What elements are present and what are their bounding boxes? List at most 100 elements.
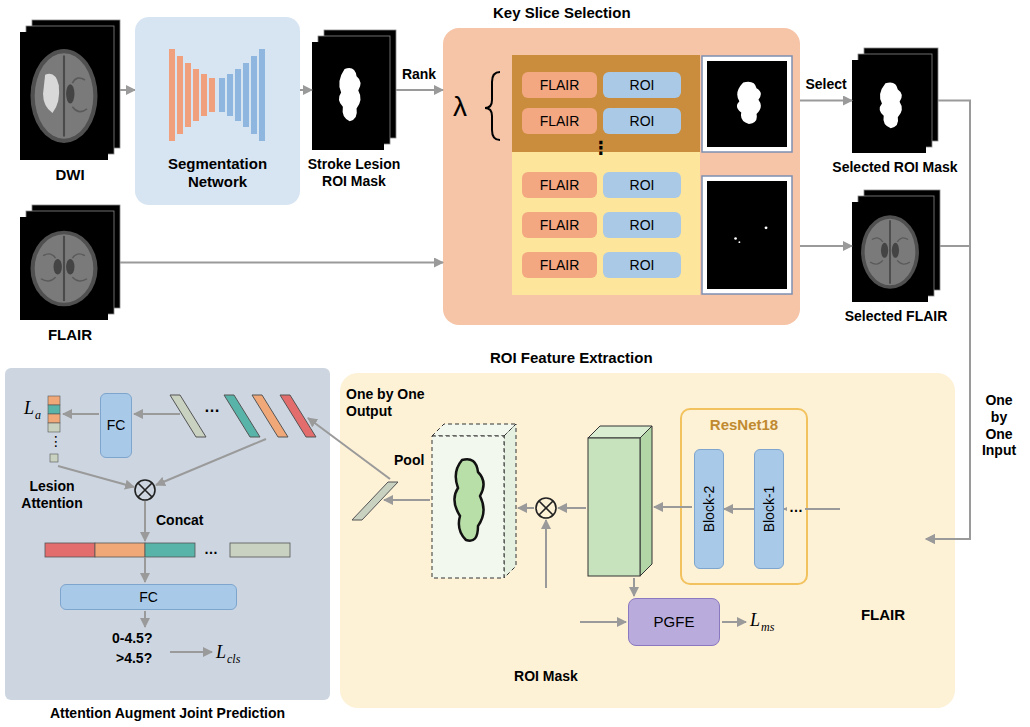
feature-vectors bbox=[170, 395, 316, 437]
feature-map bbox=[588, 426, 652, 576]
diagram-label: ⋮ bbox=[49, 433, 63, 450]
diagram-label: ms bbox=[761, 620, 774, 634]
diagram-label: cls bbox=[227, 652, 240, 666]
edge-label: Rank bbox=[402, 66, 436, 83]
image-stack: Stroke Lesion ROI Mask bbox=[312, 30, 396, 150]
diagram-label: Concat bbox=[156, 512, 203, 529]
concat-vector bbox=[45, 543, 290, 557]
mask-image: ROI Mask bbox=[514, 590, 578, 662]
connector bbox=[120, 89, 135, 91]
selected-mask-stack bbox=[852, 48, 938, 153]
pooled-vector bbox=[352, 482, 398, 520]
diagram-label: >4.5? bbox=[116, 650, 152, 667]
diagram-label: Pool bbox=[394, 452, 424, 469]
image-stack: DWI bbox=[20, 20, 120, 160]
fc-layer: FC bbox=[100, 393, 132, 458]
node-text: Block-2 bbox=[701, 486, 718, 533]
node-text: ROI bbox=[630, 77, 655, 94]
decoder-bars bbox=[219, 49, 265, 141]
flair-stack bbox=[20, 205, 120, 320]
diagram-label: L bbox=[750, 610, 760, 632]
connector bbox=[800, 245, 852, 247]
slice-pill: FLAIR bbox=[522, 252, 597, 278]
node-text: ResNet18 bbox=[682, 410, 806, 434]
multiply-symbol bbox=[135, 480, 155, 500]
module-panel: ROI Feature ExtractionResNet18Block-2Blo… bbox=[340, 373, 955, 708]
slice-bands bbox=[512, 55, 700, 295]
block-box: Block-2 bbox=[694, 449, 724, 569]
image-stack: FLAIR bbox=[20, 205, 120, 320]
image-stack: Selected FLAIR bbox=[852, 190, 940, 302]
edge-label: One by One Input bbox=[976, 392, 1022, 459]
roi-pill: ROI bbox=[603, 108, 681, 134]
encoder-bars bbox=[169, 49, 215, 141]
node-text: FLAIR bbox=[540, 217, 580, 234]
diagram-label: a bbox=[35, 408, 41, 422]
process-box: PGFE bbox=[628, 598, 720, 646]
connector bbox=[800, 100, 852, 102]
node-text: FLAIR bbox=[833, 606, 933, 624]
node-text: FLAIR bbox=[20, 326, 120, 344]
mask-stack bbox=[312, 30, 396, 150]
multiply-symbol bbox=[536, 498, 556, 518]
roi-pill: ROI bbox=[603, 172, 681, 198]
node-text: ROI Feature Extraction bbox=[490, 349, 653, 367]
node-text: Selected ROI Mask bbox=[810, 159, 980, 176]
diagram-label: ⋮ bbox=[592, 137, 610, 159]
lesion-region bbox=[454, 459, 483, 541]
node-text: FLAIR bbox=[540, 257, 580, 274]
dwi-stack bbox=[20, 20, 120, 160]
image-stack: FLAIR bbox=[840, 478, 926, 600]
masked-feature bbox=[432, 424, 516, 578]
node-text: ROI bbox=[630, 113, 655, 130]
diagram-label: One by One Output bbox=[346, 386, 446, 420]
node-text: DWI bbox=[20, 166, 120, 184]
block-box: Block-1 bbox=[754, 449, 784, 569]
diagram-label: L bbox=[216, 642, 226, 664]
diagram-label: λ bbox=[453, 90, 467, 124]
node-text: Selected FLAIR bbox=[821, 308, 971, 325]
roi-pill: ROI bbox=[603, 252, 681, 278]
network-box: Segmentation Network bbox=[135, 17, 300, 205]
roi-pill: ROI bbox=[603, 212, 681, 238]
node-text: FLAIR bbox=[540, 177, 580, 194]
connector bbox=[300, 89, 312, 91]
node-text: FC bbox=[139, 589, 158, 606]
slice-pill: FLAIR bbox=[522, 212, 597, 238]
node-text: ROI bbox=[630, 257, 655, 274]
node-text: Block-1 bbox=[761, 486, 778, 533]
node-text: FLAIR bbox=[540, 113, 580, 130]
node-text: ROI Mask bbox=[496, 668, 596, 685]
node-text: ROI bbox=[630, 177, 655, 194]
diagram-label: 0-4.5? bbox=[112, 630, 152, 647]
node-text: Stroke Lesion ROI Mask bbox=[294, 156, 414, 190]
connector bbox=[926, 246, 970, 539]
slice-pill: FLAIR bbox=[522, 72, 597, 98]
connector bbox=[926, 101, 970, 540]
brace bbox=[485, 72, 500, 140]
diagram-label: … bbox=[204, 397, 220, 416]
slice-pill: FLAIR bbox=[522, 172, 597, 198]
module-panel: Key Slice SelectionFLAIRROIFLAIRROIFLAIR… bbox=[443, 28, 800, 325]
fc-layer: FC bbox=[60, 584, 237, 610]
edge-label: Select bbox=[805, 76, 846, 93]
flow-arrows bbox=[308, 418, 746, 622]
slice-pill: FLAIR bbox=[522, 108, 597, 134]
connector bbox=[724, 508, 754, 510]
backbone-box: ResNet18Block-2 Block-1 bbox=[680, 408, 808, 585]
connector bbox=[396, 89, 443, 91]
slice-insets bbox=[702, 56, 792, 294]
selected-flair-stack bbox=[852, 190, 940, 302]
diagram-label: Lesion Attention bbox=[12, 478, 92, 512]
node-text: Key Slice Selection bbox=[493, 4, 631, 22]
image-stack: Selected ROI Mask bbox=[852, 48, 938, 153]
node-text: Segmentation Network bbox=[157, 155, 278, 191]
flow-arrows bbox=[58, 414, 266, 652]
node-text: Attention Augment Joint Prediction bbox=[5, 705, 330, 722]
node-text: ROI bbox=[630, 217, 655, 234]
edge-label: … bbox=[787, 499, 805, 516]
attention-vector bbox=[48, 396, 60, 462]
connector bbox=[120, 262, 443, 264]
node-text: PGFE bbox=[654, 613, 695, 631]
node-text: FC bbox=[107, 417, 126, 434]
